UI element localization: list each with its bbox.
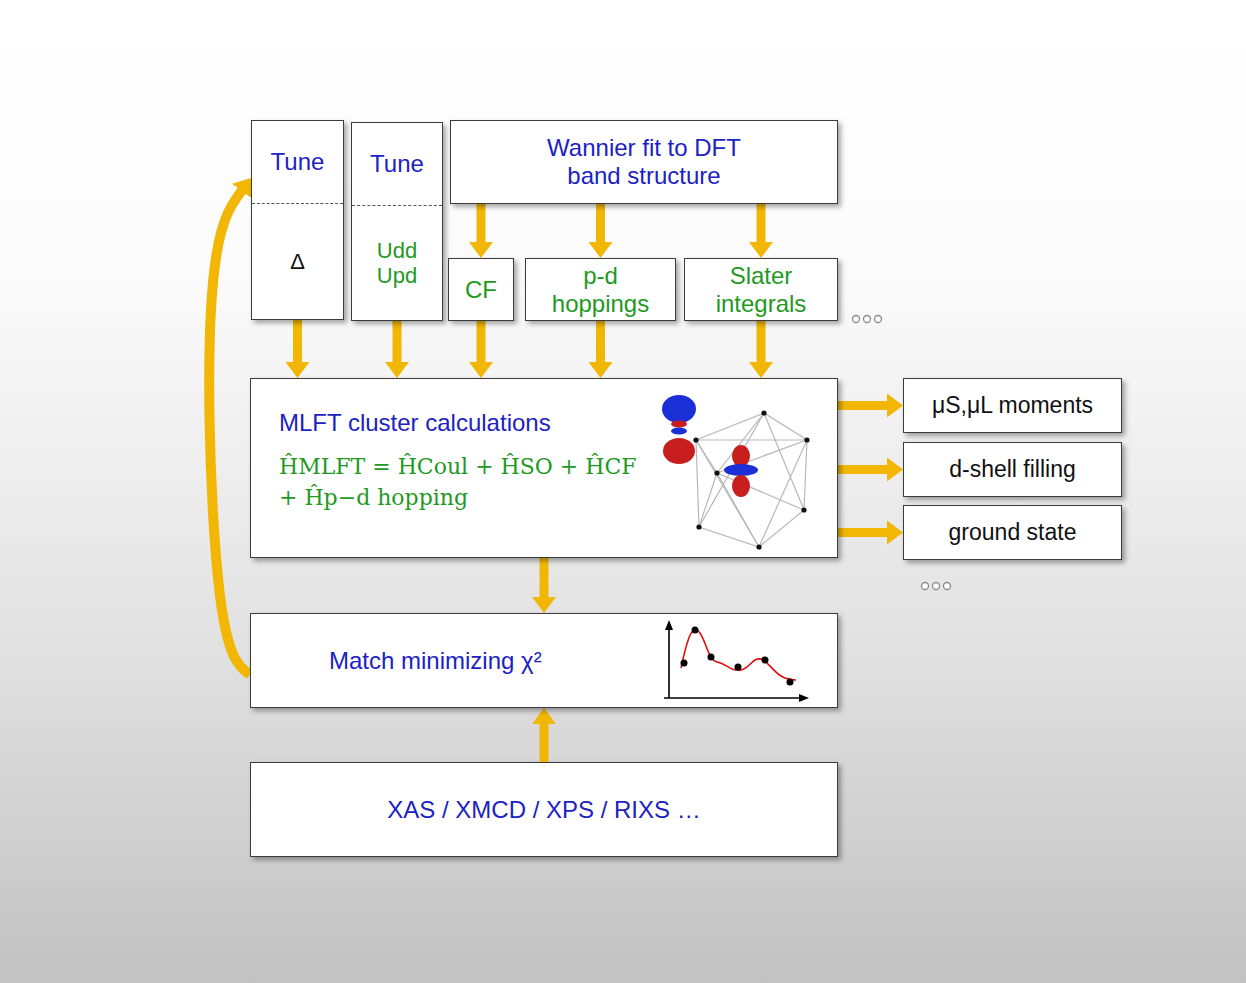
cluster-bonds — [696, 440, 807, 547]
flow-arrow — [838, 401, 889, 410]
ellipsis-dots — [853, 316, 860, 323]
output-label: d-shell filling — [949, 456, 1076, 482]
p-orbital — [663, 438, 695, 464]
flow-arrow — [209, 189, 250, 674]
cluster-atoms — [756, 544, 761, 549]
parameter-box: CF — [448, 258, 514, 321]
fit-box: Match minimizing χ² — [250, 613, 838, 708]
fit-curve — [681, 630, 796, 680]
flow-arrow — [757, 321, 766, 364]
parameter-symbol: Δ — [252, 203, 343, 319]
output-label: μS,μL moments — [932, 392, 1093, 418]
data-points — [681, 627, 794, 686]
parameter-label: CF — [465, 276, 497, 304]
input-box: XAS / XMCD / XPS / RIXS … — [250, 762, 838, 857]
plot-axes — [664, 628, 801, 698]
flow-arrow — [596, 321, 605, 364]
tune-label: Tune — [252, 121, 343, 203]
p-orbital — [662, 395, 696, 423]
output-label: ground state — [949, 519, 1077, 545]
box-title: Match minimizing χ² — [329, 647, 542, 675]
axis-heads — [665, 620, 809, 702]
cluster-bonds — [696, 413, 807, 547]
d-orbital — [724, 464, 758, 476]
box-title: MLFT cluster calculations — [279, 409, 551, 437]
hamiltonian-formula: ĤMLFT = ĤCoul + ĤSO + ĤCF + Ĥp−d hopping — [279, 451, 639, 515]
data-points — [787, 679, 794, 686]
box-title: Wannier fit to DFT band structure — [519, 134, 769, 189]
tune-box: TuneUdd Upd — [351, 122, 443, 321]
flow-arrow — [757, 204, 766, 244]
flow-arrow — [838, 528, 889, 537]
parameter-box: p-d hoppings — [525, 258, 676, 321]
cluster-atoms — [693, 410, 809, 549]
tune-box: TuneΔ — [251, 120, 344, 320]
parameter-label: p-d hoppings — [551, 262, 651, 317]
flow-arrow — [293, 320, 302, 364]
parameter-symbol: Udd Upd — [352, 205, 442, 320]
flow-arrow — [393, 321, 402, 364]
box-title: XAS / XMCD / XPS / RIXS … — [387, 796, 700, 824]
p-orbital — [671, 428, 687, 435]
cluster-atoms — [696, 524, 701, 529]
cluster-atoms — [693, 437, 698, 442]
process-box: MLFT cluster calculationsĤMLFT = ĤCoul +… — [250, 378, 838, 558]
ellipsis-dots — [944, 583, 951, 590]
flow-arrow — [477, 321, 486, 364]
flow-arrow — [838, 465, 889, 474]
cluster-atoms — [761, 410, 766, 415]
cluster-bonds — [696, 413, 807, 547]
data-points — [692, 627, 699, 634]
parameter-label: Slater integrals — [706, 262, 816, 317]
cluster-atoms — [804, 437, 809, 442]
output-box: μS,μL moments — [903, 378, 1122, 433]
data-points — [735, 664, 742, 671]
cluster-bonds — [696, 413, 807, 547]
ellipsis-dots — [875, 316, 882, 323]
cluster-atoms — [714, 470, 719, 475]
ellipsis-dots — [922, 583, 929, 590]
output-box: ground state — [903, 505, 1122, 560]
d-orbital — [732, 475, 750, 497]
plot-axes — [664, 697, 801, 699]
ellipsis-dots — [933, 583, 940, 590]
d-orbital — [732, 445, 750, 467]
data-points — [762, 657, 769, 664]
parameter-box: Slater integrals — [684, 258, 838, 321]
fit-plot — [651, 614, 821, 706]
tune-label: Tune — [352, 123, 442, 205]
cluster-atoms — [801, 507, 806, 512]
flow-arrow — [596, 204, 605, 244]
p-orbital — [662, 395, 696, 464]
source-box: Wannier fit to DFT band structure — [450, 120, 838, 204]
data-points — [708, 654, 715, 661]
d-orbital — [724, 445, 758, 497]
ellipsis-dots — [864, 316, 871, 323]
output-box: d-shell filling — [903, 442, 1122, 497]
plot-axes — [668, 628, 670, 698]
p-orbital — [671, 421, 687, 428]
cluster-illustration — [639, 381, 839, 551]
flow-arrow — [477, 204, 486, 244]
data-points — [681, 660, 688, 667]
flow-arrow — [540, 558, 549, 599]
flow-arrow — [540, 722, 549, 762]
